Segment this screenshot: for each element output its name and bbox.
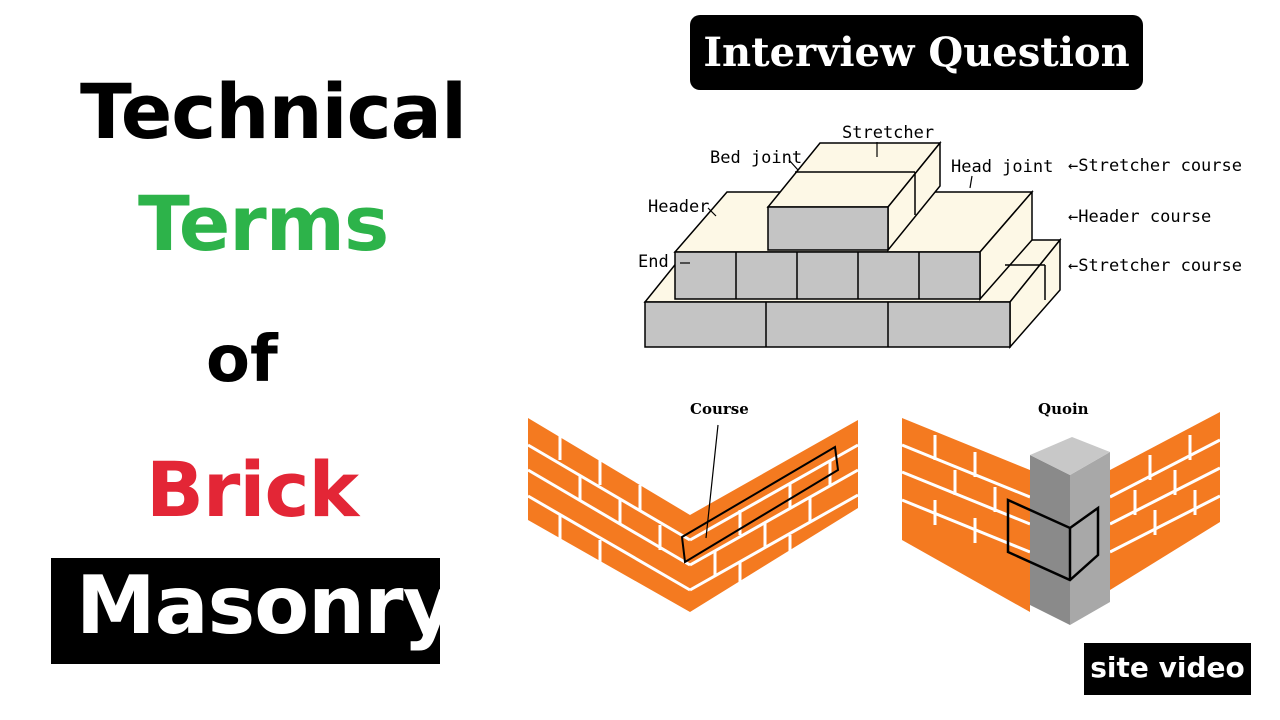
title-brick: Brick	[146, 445, 359, 534]
site-video-label: site video	[1090, 651, 1245, 684]
title-terms: Terms	[138, 179, 389, 268]
label-course: Course	[690, 400, 749, 418]
label-bed-joint: Bed joint	[710, 148, 802, 168]
label-quoin: Quoin	[1038, 400, 1089, 418]
course-wall	[527, 418, 859, 612]
label-stretcher: Stretcher	[842, 123, 934, 143]
title-technical: Technical	[80, 67, 467, 156]
label-header-course: ←Header course	[1068, 207, 1211, 227]
label-stretcher-course-1: ←Stretcher course	[1068, 156, 1242, 176]
label-stretcher-course-2: ←Stretcher course	[1068, 256, 1242, 276]
interview-badge-text: Interview Question	[703, 29, 1130, 76]
brick-bond-diagram	[643, 140, 1062, 349]
label-header: Header	[648, 197, 709, 217]
masonry-background	[51, 558, 440, 664]
title-of: of	[206, 323, 278, 397]
label-end: End	[638, 252, 669, 272]
title-masonry: Masonry	[76, 559, 455, 652]
label-head-joint: Head joint	[951, 157, 1053, 177]
interview-badge	[690, 15, 1143, 90]
site-video-background	[1084, 643, 1251, 695]
quoin-wall	[901, 412, 1221, 625]
